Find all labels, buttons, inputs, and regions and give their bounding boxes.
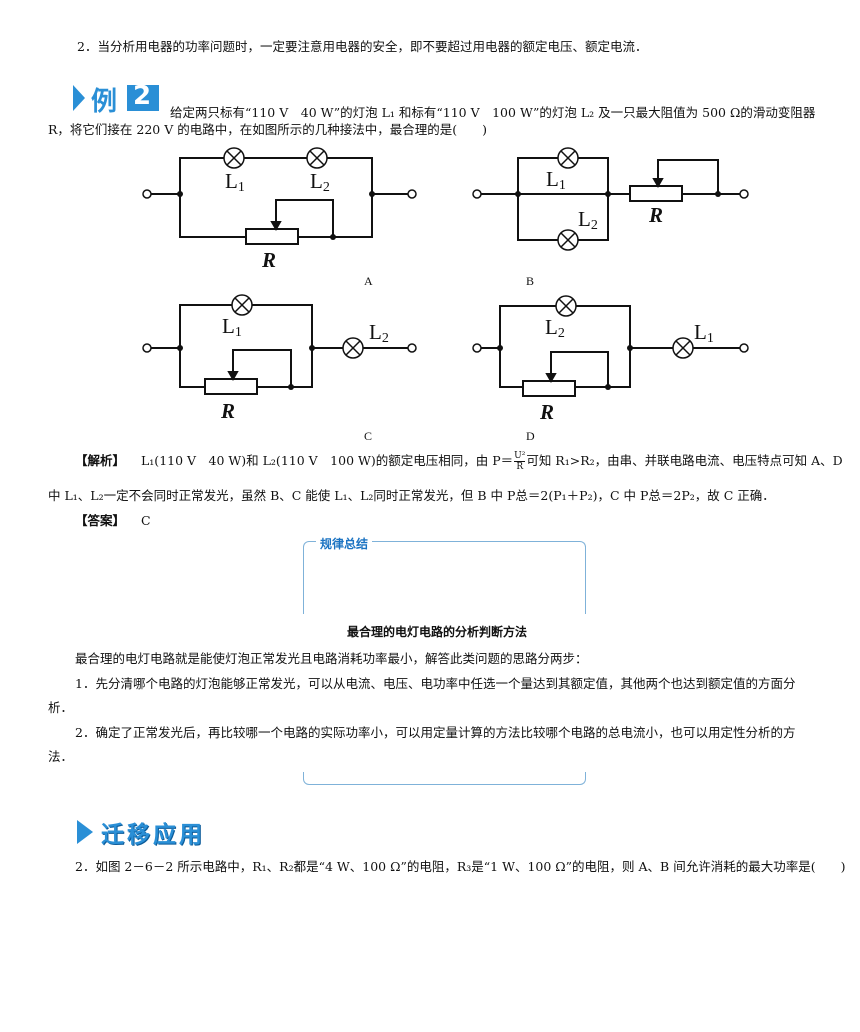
lamp-icon — [672, 337, 694, 359]
circuit-diagrams: L1 L2 R L1 L2 R L1 L2 R L2 L1 R A B C D — [142, 147, 749, 443]
terminal — [407, 189, 417, 199]
terminal — [142, 189, 152, 199]
terminal — [472, 343, 482, 353]
summary-box-title: 规律总结 — [316, 535, 373, 552]
label-a-l2: L2 — [310, 169, 330, 195]
analysis-line-2: 中 L₁、L₂一定不会同时正常发光，虽然 B、C 能使 L₁、L₂同时正常发光，… — [48, 488, 775, 503]
summary-paragraph-1: 最合理的电灯电路就是能使灯泡正常发光且电路消耗功率最小，解答此类问题的思路分两步… — [75, 651, 588, 666]
question-2: 2．如图 2－6－2 所示电路中，R₁、R₂都是“4 W、100 Ω”的电阻，R… — [75, 859, 846, 874]
section-title: 迁移应用 — [101, 822, 205, 848]
terminal — [739, 343, 749, 353]
caption-b: B — [526, 274, 534, 288]
lamp-icon — [555, 295, 577, 317]
example-badge-graphic — [73, 85, 159, 111]
summary-paragraph-2b: 析． — [48, 700, 74, 715]
caption-a: A — [364, 274, 373, 288]
arrow-icon — [77, 820, 93, 844]
lamp-icon — [231, 294, 253, 316]
label-a-r: R — [261, 248, 276, 272]
summary-heading: 最合理的电灯电路的分析判断方法 — [347, 625, 528, 639]
example-badge: 例 2 — [73, 81, 163, 117]
section-header: 迁移应用 — [77, 815, 205, 849]
circuit-c — [151, 304, 408, 395]
label-b-l2: L2 — [578, 207, 598, 233]
intro-line: 2．当分析用电器的功率问题时，一定要注意用电器的安全，即不要超过用电器的额定电压… — [77, 39, 648, 54]
summary-paragraph-2a: 1．先分清哪个电路的灯泡能够正常发光，可以从电流、电压、电功率中任选一个量达到其… — [75, 676, 796, 691]
summary-box-top — [303, 541, 586, 614]
label-d-r: R — [539, 400, 554, 424]
analysis-line-1: 【解析】 L₁(110 V 40 W)和 L₂(110 V 100 W)的额定电… — [75, 450, 843, 472]
analysis-text-a: L₁(110 V 40 W)和 L₂(110 V 100 W)的额定电压相同，由… — [141, 453, 514, 468]
label-c-l1: L1 — [222, 314, 242, 340]
label-c-r: R — [220, 399, 235, 423]
label-a-l1: L1 — [225, 169, 245, 195]
label-d-l2: L2 — [545, 315, 565, 341]
lamp-icon — [342, 337, 364, 359]
analysis-tag: 【解析】 — [75, 453, 126, 468]
circuit-d — [481, 305, 740, 397]
label-b-r: R — [648, 203, 663, 227]
answer-tag: 【答案】 — [75, 513, 126, 528]
lamp-icon — [223, 147, 245, 169]
terminal — [472, 189, 482, 199]
lamp-icon — [306, 147, 328, 169]
caption-d: D — [526, 429, 535, 443]
answer-line: 【答案】 C — [75, 510, 151, 529]
label-b-l1: L1 — [546, 167, 566, 193]
lamp-icon — [557, 147, 579, 169]
terminal — [739, 189, 749, 199]
question-line-1: 给定两只标有“110 V 40 W”的灯泡 L₁ 和标有“110 V 100 W… — [170, 105, 816, 120]
summary-paragraph-3a: 2．确定了正常发光后，再比较哪一个电路的实际功率小，可以用定量计算的方法比较哪个… — [75, 725, 796, 740]
answer-value: C — [141, 513, 151, 528]
example-badge-char: 例 — [91, 87, 118, 117]
analysis-text-b: 可知 R₁>R₂，由串、并联电路电流、电压特点可知 A、D — [526, 453, 843, 468]
formula-denominator: R — [516, 462, 524, 472]
question-line-2: R，将它们接在 220 V 的电路中，在如图所示的几种接法中，最合理的是( ) — [48, 122, 487, 137]
terminal — [407, 343, 417, 353]
summary-box-bottom — [303, 772, 586, 785]
formula-numerator: U² — [514, 451, 526, 462]
summary-paragraph-3b: 法． — [48, 749, 74, 764]
example-badge-num: 2 — [133, 81, 152, 111]
label-c-l2: L2 — [369, 320, 389, 346]
lamp-icon — [557, 229, 579, 251]
circuit-b — [481, 157, 740, 241]
caption-c: C — [364, 429, 372, 443]
circuit-a — [151, 157, 408, 245]
terminal — [142, 343, 152, 353]
label-d-l1: L1 — [694, 320, 714, 346]
